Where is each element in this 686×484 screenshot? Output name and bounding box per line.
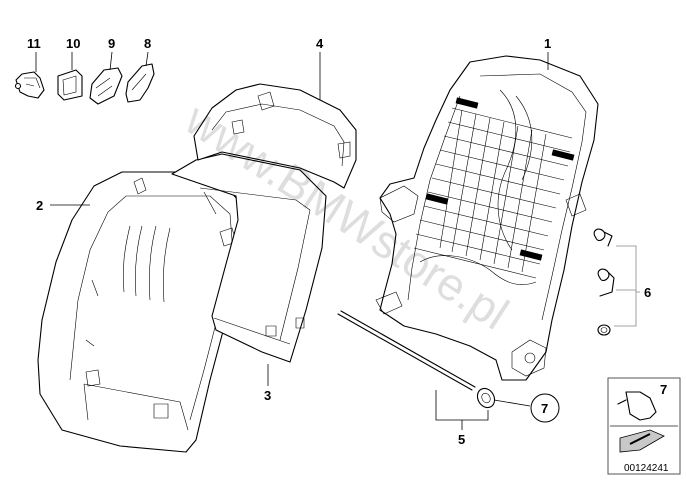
clip-9: [89, 67, 123, 105]
screw-callout-box: [607, 377, 681, 475]
clip-10: [57, 69, 83, 101]
leader-5: [435, 390, 489, 430]
callout-9: 9: [108, 36, 115, 51]
part-1-backrest-frame: [375, 55, 599, 381]
part-6-springs: [593, 228, 615, 336]
clip-8: [125, 63, 155, 103]
callout-5: 5: [458, 432, 465, 447]
callout-7-circle: [530, 393, 560, 423]
clip-11: [14, 71, 45, 99]
callout-11: 11: [27, 36, 41, 51]
part-2-backrest-panel: [37, 171, 243, 453]
part-5-rod-and-grommet: [337, 310, 496, 409]
callout-8: 8: [144, 36, 151, 51]
callout-7: 7: [541, 401, 548, 416]
callout-1: 1: [544, 36, 551, 51]
leader-6: [614, 245, 640, 327]
leader-9: [109, 51, 113, 71]
part-number: 00124241: [624, 463, 669, 474]
callout-7-box: 7: [660, 382, 667, 397]
callout-6: 6: [644, 285, 651, 300]
callout-10: 10: [66, 36, 80, 51]
leader-8: [145, 51, 149, 67]
part-4-cover-frame: [193, 83, 357, 189]
callout-4: 4: [316, 36, 324, 51]
screw-icon: [617, 391, 657, 421]
leader-7-circle: [493, 399, 531, 407]
callout-3: 3: [264, 388, 271, 403]
part-3-rear-shell: [171, 153, 327, 363]
callout-2: 2: [36, 198, 43, 213]
backrest-slats: [413, 107, 573, 279]
arrow-icon: [619, 429, 665, 453]
